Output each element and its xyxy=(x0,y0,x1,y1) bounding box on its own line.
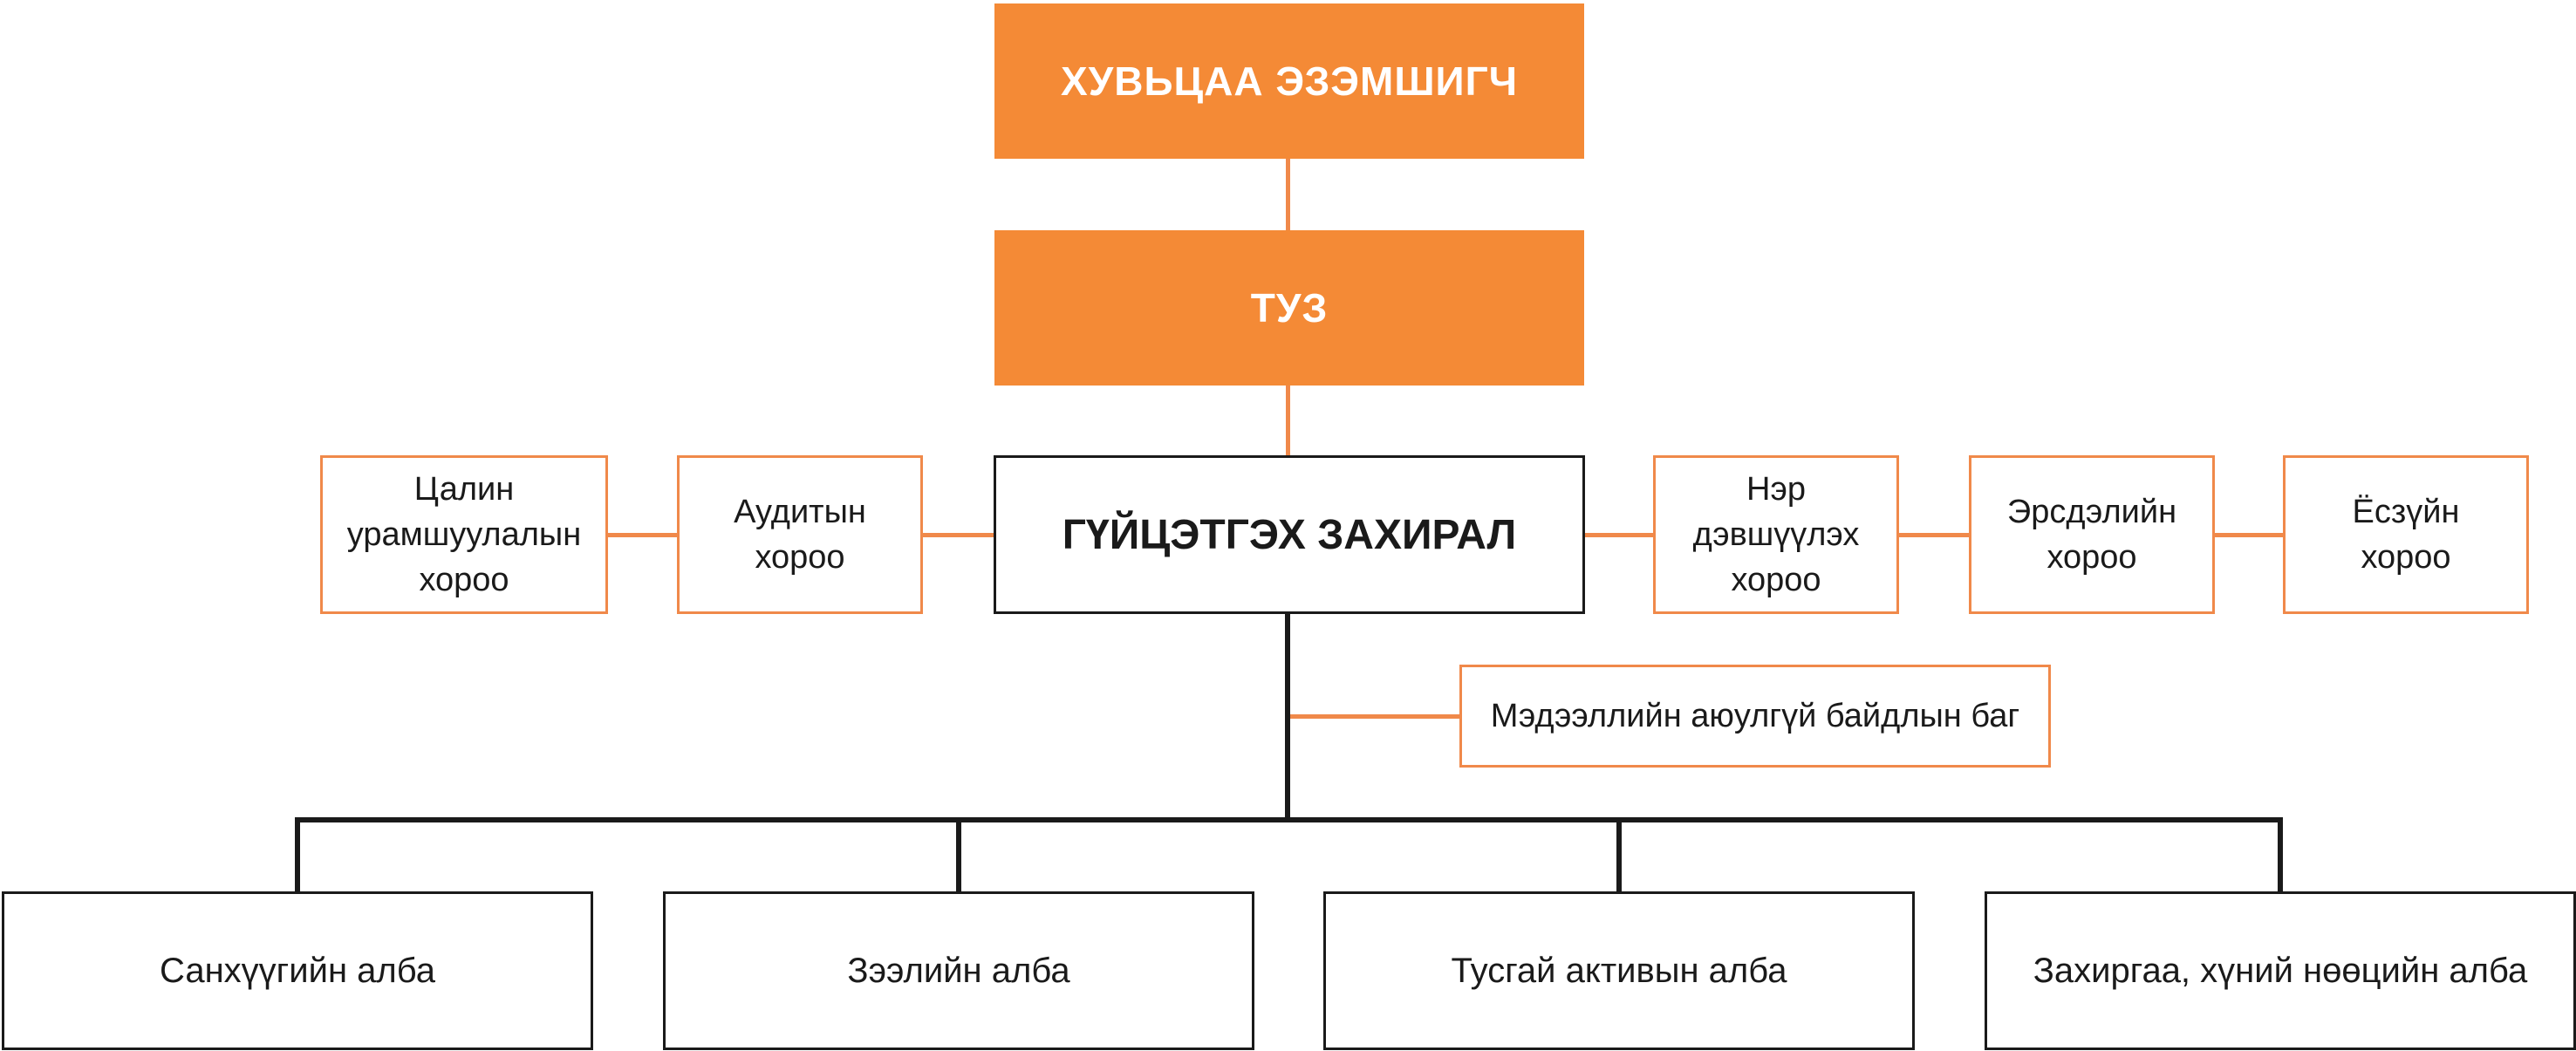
connector-audit-ceo xyxy=(923,533,994,537)
nomination-committee-box: Нэр дэвшүүлэх хороо xyxy=(1653,455,1899,614)
connector-dept-2 xyxy=(956,817,961,891)
connector-trunk-security xyxy=(1289,714,1459,719)
audit-committee-line-1: Аудитын xyxy=(734,494,866,530)
shareholders-box: ХУВЬЦАА ЭЗЭМШИГЧ xyxy=(994,3,1584,159)
remuneration-committee-line-1: Цалин xyxy=(413,471,515,508)
connector-ceo-nomination xyxy=(1585,533,1653,537)
ethics-committee-line-2: хороо xyxy=(2361,539,2451,576)
special-assets-department-label: Тусгай активын алба xyxy=(1451,951,1787,990)
audit-committee-line-2: хороо xyxy=(755,539,845,576)
connector-board-ceo xyxy=(1286,386,1290,455)
loan-department-label: Зээлийн алба xyxy=(847,951,1070,990)
connector-owner-board xyxy=(1286,159,1290,230)
finance-department-box: Санхүүгийн алба xyxy=(2,891,593,1050)
loan-department-box: Зээлийн алба xyxy=(663,891,1254,1050)
remuneration-committee-line-3: хороо xyxy=(419,562,509,598)
admin-hr-department-label: Захиргаа, хүний нөөцийн алба xyxy=(2033,951,2528,990)
connector-risk-ethics xyxy=(2215,533,2283,537)
special-assets-department-box: Тусгай активын алба xyxy=(1323,891,1915,1050)
board-label: ТУЗ xyxy=(1250,285,1329,331)
infosec-team-box: Мэдээллийн аюулгүй байдлын баг xyxy=(1459,665,2051,768)
connector-departments-bus xyxy=(295,817,2283,822)
remuneration-committee-box: Цалин урамшуулалын хороо xyxy=(320,455,608,614)
ceo-box: ГҮЙЦЭТГЭХ ЗАХИРАЛ xyxy=(994,455,1585,614)
risk-committee-box: Эрсдэлийн хороо xyxy=(1969,455,2215,614)
ethics-committee-box: Ёсзүйн хороо xyxy=(2283,455,2529,614)
board-box: ТУЗ xyxy=(994,230,1584,386)
connector-dept-4 xyxy=(2278,817,2283,891)
connector-dept-1 xyxy=(295,817,300,891)
ethics-committee-line-1: Ёсзүйн xyxy=(2352,494,2460,530)
infosec-team-label: Мэдээллийн аюулгүй байдлын баг xyxy=(1490,698,2020,734)
nomination-committee-line-2: дэвшүүлэх xyxy=(1692,516,1860,553)
nomination-committee-line-1: Нэр xyxy=(1746,471,1806,508)
risk-committee-line-1: Эрсдэлийн xyxy=(2006,494,2177,530)
connector-dept-3 xyxy=(1616,817,1622,891)
remuneration-committee-line-2: урамшуулалын xyxy=(346,516,582,553)
finance-department-label: Санхүүгийн алба xyxy=(160,951,435,990)
nomination-committee-line-3: хороо xyxy=(1731,562,1821,598)
audit-committee-box: Аудитын хороо xyxy=(677,455,923,614)
connector-nomination-risk xyxy=(1899,533,1969,537)
risk-committee-line-2: хороо xyxy=(2046,539,2137,576)
admin-hr-department-box: Захиргаа, хүний нөөцийн алба xyxy=(1985,891,2576,1050)
ceo-label: ГҮЙЦЭТГЭХ ЗАХИРАЛ xyxy=(1062,511,1517,558)
connector-pay-audit xyxy=(608,533,677,537)
shareholders-label: ХУВЬЦАА ЭЗЭМШИГЧ xyxy=(1060,58,1519,104)
connector-ceo-trunk xyxy=(1285,614,1290,822)
